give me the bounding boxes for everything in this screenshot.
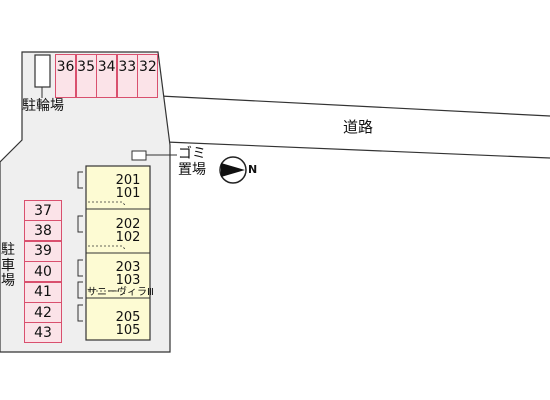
unit-number-upper: 201 (115, 173, 141, 188)
garbage-label-line2: 置場 (178, 162, 206, 178)
stair-line (88, 245, 127, 251)
unit-number-lower: 105 (115, 323, 141, 338)
compass-icon (219, 156, 247, 184)
parking-char: 場 (1, 273, 15, 290)
parking-stall: 32 (137, 54, 159, 98)
stair-line (88, 290, 127, 296)
unit-number-lower: 103 (115, 273, 141, 288)
road-edge-bottom (165, 141, 550, 159)
parking-stall: 36 (55, 54, 76, 98)
north-label: N (248, 163, 258, 176)
garbage-bin-icon (131, 150, 147, 161)
balcony-bracket (77, 215, 83, 233)
parking-stall: 39 (24, 240, 62, 262)
parking-stall: 43 (24, 322, 62, 344)
building (77, 165, 151, 341)
road-label: 道路 (343, 118, 374, 136)
building-name: サニーヴィラⅢ (87, 287, 154, 298)
parking-stall: 41 (24, 281, 62, 303)
balcony-bracket (77, 304, 83, 322)
parking-stall: 38 (24, 220, 62, 242)
balcony-bracket (77, 281, 83, 299)
parking-vertical-label: 駐 車 場 (0, 242, 16, 290)
parking-stall: 37 (24, 200, 62, 221)
balcony-bracket (77, 171, 83, 189)
parking-stall: 40 (24, 261, 62, 283)
garbage-label-line1: ゴミ (178, 146, 206, 162)
unit-number-upper: 205 (115, 310, 141, 325)
parking-char: 駐 (1, 242, 15, 258)
parking-stall: 35 (75, 54, 97, 98)
stair-line (88, 201, 127, 207)
parking-stall: 34 (96, 54, 118, 98)
bicycle-parking-label: 駐輪場 (22, 98, 64, 114)
parking-stall: 42 (24, 302, 62, 323)
parking-char: 車 (1, 257, 15, 274)
balcony-bracket (77, 259, 83, 277)
bicycle-rack-icon (34, 54, 51, 88)
unit-number-lower: 102 (115, 230, 141, 245)
unit-number-upper: 203 (115, 260, 141, 275)
parking-stall: 33 (116, 54, 138, 98)
compass-needle (221, 163, 245, 177)
unit-number-lower: 101 (115, 186, 141, 201)
unit-number-upper: 202 (115, 217, 141, 232)
road-edge-top (159, 95, 550, 117)
